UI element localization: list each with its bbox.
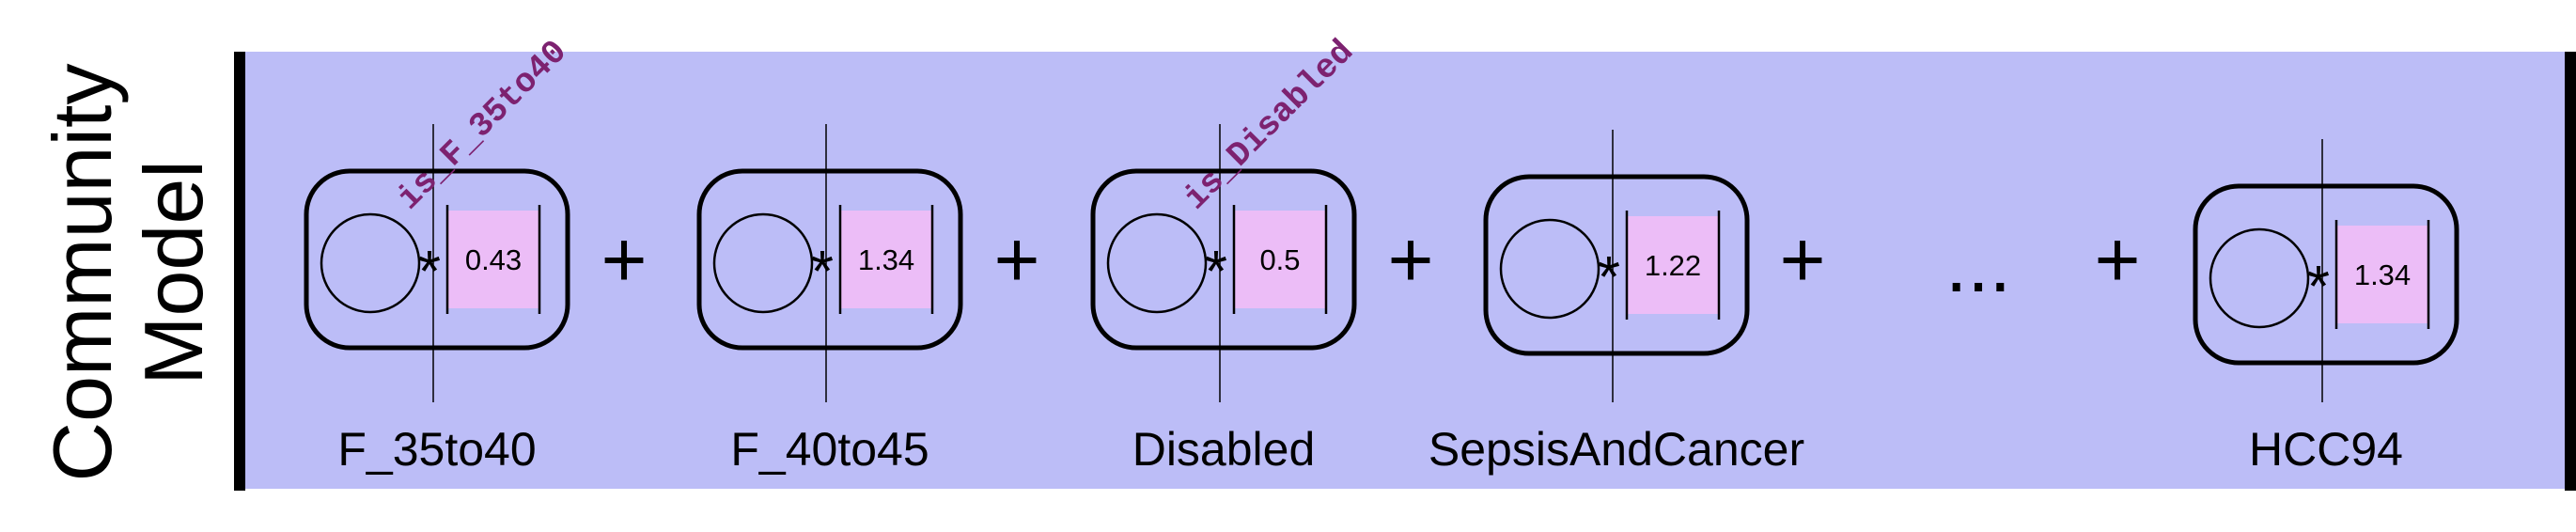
plus-operator: + [1779, 215, 1825, 304]
coefficient-box [1627, 216, 1719, 314]
coefficient-box [447, 211, 539, 308]
multiply-operator: * [811, 240, 834, 305]
term-box [304, 168, 570, 351]
model-title-line-2: Model [127, 160, 220, 385]
term-name: Disabled [1132, 423, 1316, 476]
multiply-operator: * [1598, 245, 1620, 310]
operators-layer: + + + + +... [601, 215, 2140, 308]
plus-operator: + [2094, 215, 2140, 304]
term-box [2193, 183, 2459, 366]
multiply-operator: * [418, 240, 441, 305]
ellipsis: ... [1945, 220, 2011, 308]
term-input-circle [1106, 212, 1208, 314]
coefficient-box [1234, 211, 1326, 308]
multiply-operator: * [1205, 240, 1227, 305]
term-box [1090, 168, 1357, 351]
plus-operator: + [601, 215, 647, 304]
coefficient-box [2336, 226, 2428, 323]
terms-layer: *0.43is_F_35to40F_35to40*1.34F_40to45*0.… [304, 33, 2459, 476]
term-box [1483, 174, 1750, 356]
plus-operator: + [1387, 215, 1433, 304]
term-name: F_35to40 [337, 423, 536, 476]
plus-operator: + [993, 215, 1039, 304]
coefficient-value: 1.34 [858, 243, 914, 276]
coefficient-value: 0.43 [465, 243, 522, 276]
term-input-circle [1499, 218, 1600, 320]
term-name: SepsisAndCancer [1429, 423, 1804, 476]
multiply-operator: * [2307, 255, 2330, 320]
model-title-line-1: Community [36, 64, 129, 482]
term-name: F_40to45 [730, 423, 929, 476]
term-F_40to45: * 1.34F_40to45 [696, 124, 963, 476]
coefficient-value: 1.34 [2354, 258, 2411, 291]
coefficient-value: 1.22 [1645, 249, 1701, 282]
term-name: HCC94 [2249, 423, 2403, 476]
coefficient-value: 0.5 [1259, 243, 1300, 276]
term-input-circle [712, 212, 814, 314]
term-input-circle [320, 212, 421, 314]
term-input-circle [2209, 227, 2310, 329]
term-box [696, 168, 963, 351]
coefficient-box [840, 211, 932, 308]
model-panel [240, 52, 2570, 489]
